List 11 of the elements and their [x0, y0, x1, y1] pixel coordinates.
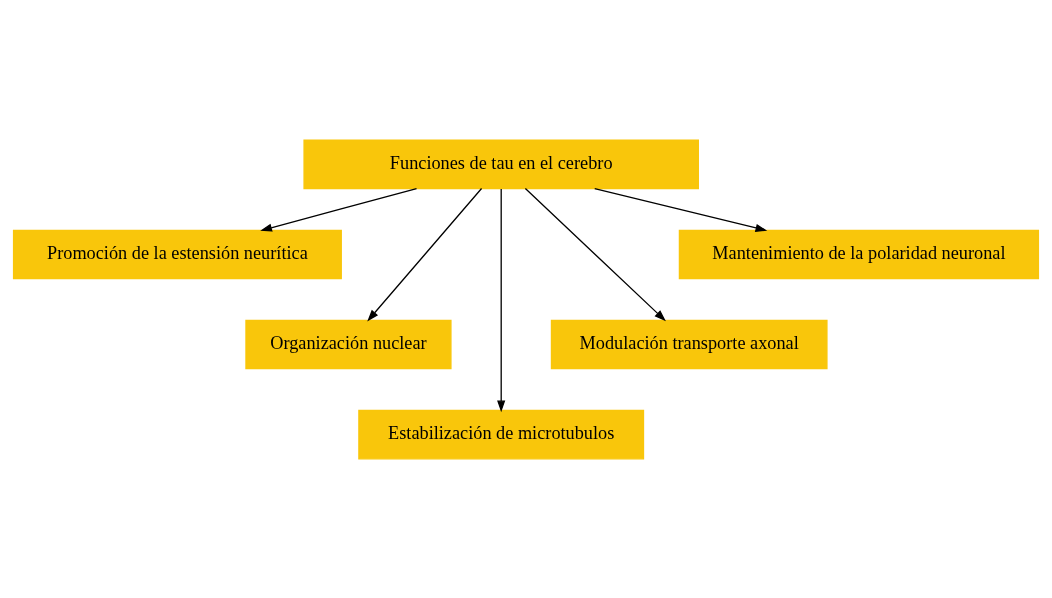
node-box: Organización nuclear — [245, 319, 452, 369]
arrow — [524, 187, 666, 321]
node-box: Estabilización de microtubulos — [358, 409, 645, 459]
arrow — [367, 187, 483, 321]
node-box: Mantenimiento de la polaridad neuronal — [678, 229, 1040, 279]
arrow — [594, 187, 768, 232]
arrow — [260, 187, 418, 232]
node-box: Modulación transporte axonal — [550, 319, 828, 369]
node-box: Funciones de tau en el cerebro — [303, 139, 699, 189]
node-box: Promoción de la estensión neurítica — [12, 229, 342, 279]
arrow — [497, 187, 506, 412]
